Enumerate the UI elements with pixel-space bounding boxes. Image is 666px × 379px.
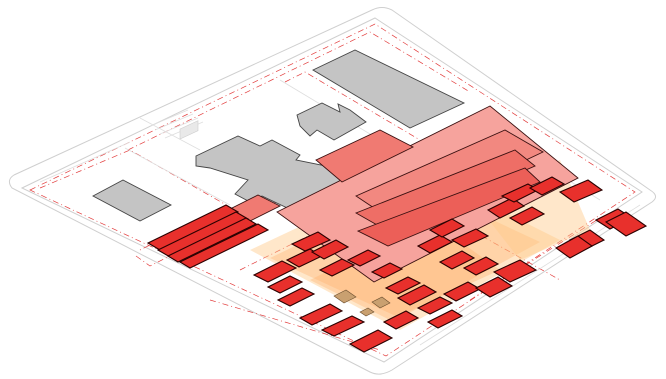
small-structures: [333, 289, 391, 317]
existing-building-small: [296, 102, 367, 141]
site-boundary: [8, 7, 656, 375]
existing-building-north: [312, 49, 466, 129]
proposed-slabs: [226, 105, 579, 283]
existing-building-west: [92, 179, 172, 222]
red-cluster-east: [416, 176, 648, 276]
red-cluster-centre: [252, 231, 538, 353]
entrance-marking: [149, 109, 204, 140]
red-west-buildings: [146, 204, 270, 269]
